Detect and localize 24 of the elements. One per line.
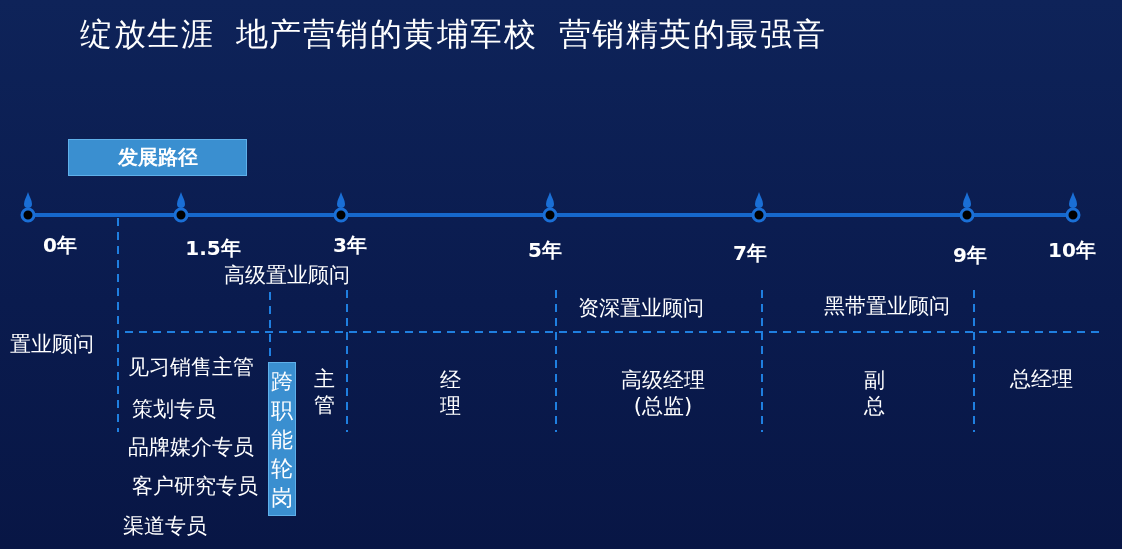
year-label: 7年 — [733, 241, 767, 266]
role-label: 主管 — [313, 366, 335, 418]
year-label: 1.5年 — [185, 236, 241, 261]
year-label: 9年 — [953, 243, 987, 268]
year-label: 0年 — [43, 233, 77, 258]
role-label: 副总 — [863, 367, 885, 419]
title: 绽放生涯 地产营销的黄埔军校 营销精英的最强音 — [80, 14, 827, 54]
section-banner: 发展路径 — [68, 139, 247, 176]
role-label: 策划专员 — [132, 396, 216, 423]
role-label: 客户研究专员 — [132, 473, 258, 500]
role-label: 总经理 — [1009, 366, 1073, 393]
rotation-banner: 跨职能轮岗 — [268, 362, 296, 516]
role-label: 渠道专员 — [123, 513, 207, 540]
role-label: 经理 — [439, 367, 461, 419]
role-label: 高级经理(总监) — [620, 367, 706, 419]
year-label: 3年 — [333, 233, 367, 258]
role-label: 高级置业顾问 — [224, 262, 350, 289]
role-label: 黑带置业顾问 — [824, 293, 950, 320]
role-label: 置业顾问 — [10, 331, 94, 358]
year-label: 5年 — [528, 238, 562, 263]
year-label: 10年 — [1048, 238, 1096, 263]
role-label: 资深置业顾问 — [578, 295, 704, 322]
role-label: 品牌媒介专员 — [128, 434, 254, 461]
role-label: 见习销售主管 — [128, 354, 254, 381]
